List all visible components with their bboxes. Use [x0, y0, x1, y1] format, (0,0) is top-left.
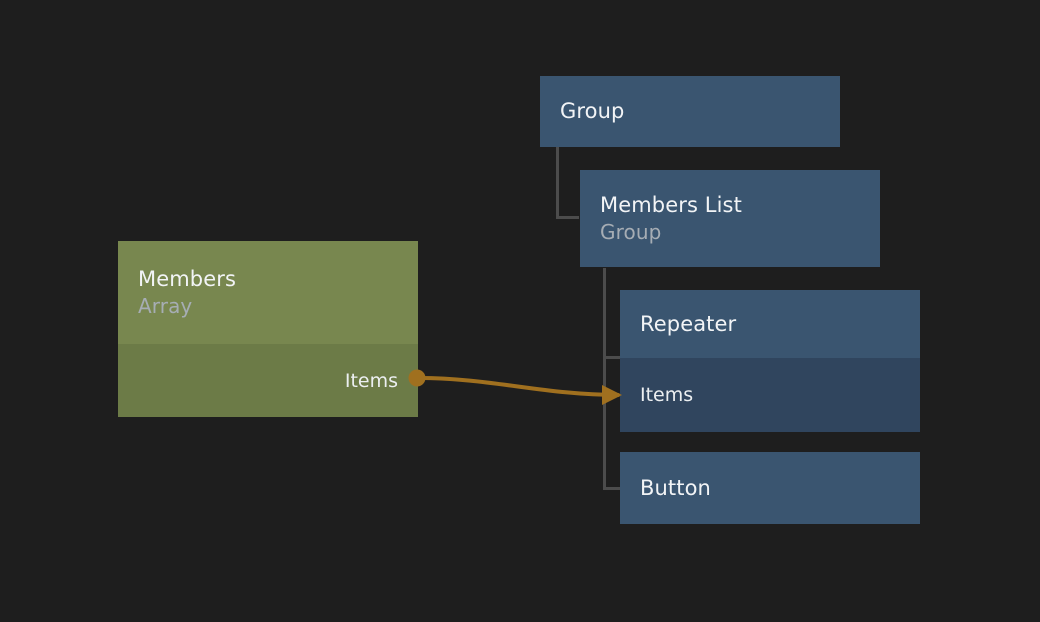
node-repeater-port-items-row[interactable]: Items [620, 358, 920, 432]
node-members-list-subtitle: Group [600, 220, 662, 244]
node-button[interactable]: Button [620, 452, 920, 524]
node-group[interactable]: Group [540, 76, 840, 147]
node-members-list[interactable]: Members List Group [580, 170, 880, 267]
node-repeater-title: Repeater [640, 311, 737, 336]
node-members-header[interactable]: Members Array [118, 241, 418, 344]
node-repeater[interactable]: Repeater Items [620, 290, 920, 432]
node-repeater-header[interactable]: Repeater [620, 290, 920, 358]
node-button-title: Button [640, 475, 711, 500]
node-group-title: Group [560, 99, 625, 123]
node-members-port-items-label: Items [344, 369, 398, 392]
node-button-header[interactable]: Button [620, 452, 920, 524]
node-members-port-items-row[interactable]: Items [118, 344, 418, 417]
node-group-header[interactable]: Group [540, 76, 840, 147]
node-members-title: Members [138, 267, 237, 291]
wire-arrowhead-icon [602, 385, 622, 405]
node-members-list-title: Members List [600, 193, 742, 217]
node-members[interactable]: Members Array Items [118, 241, 418, 417]
wire-path [418, 376, 620, 397]
node-repeater-port-items-label: Items [640, 384, 694, 406]
node-members-list-header[interactable]: Members List Group [580, 170, 880, 267]
node-members-subtitle: Array [138, 294, 193, 318]
